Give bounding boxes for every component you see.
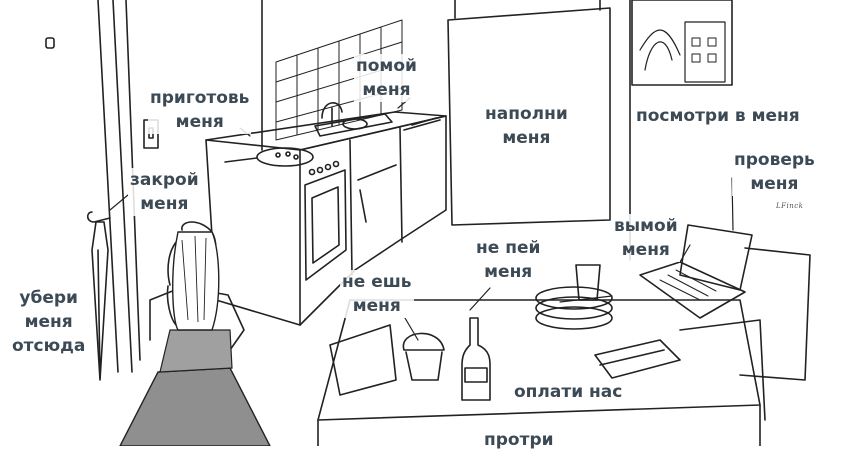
label-remove: убери меня отсюда bbox=[10, 286, 88, 358]
label-cook: приготовь меня bbox=[148, 86, 252, 134]
counter-cabinets bbox=[205, 111, 447, 326]
frying-pan bbox=[224, 147, 314, 167]
chairs bbox=[329, 247, 811, 421]
girl-skirt bbox=[119, 367, 271, 446]
bills bbox=[594, 339, 681, 379]
label-wash-dishes: помой меня bbox=[354, 54, 419, 102]
label-close: закрой меня bbox=[128, 168, 201, 216]
label-fill: наполни меня bbox=[483, 102, 570, 150]
label-check: проверь меня bbox=[732, 148, 817, 196]
label-wipe: протри bbox=[482, 428, 556, 452]
window bbox=[631, 0, 733, 86]
table bbox=[317, 299, 761, 446]
label-pay: оплати нас bbox=[512, 380, 625, 404]
bottle bbox=[461, 317, 491, 401]
label-wash: вымой меня bbox=[612, 214, 680, 262]
artist-signature: LFinck bbox=[776, 202, 804, 210]
label-dont-eat: не ешь меня bbox=[340, 270, 414, 318]
label-look: посмотри в меня bbox=[634, 104, 802, 128]
glass-plates bbox=[535, 264, 613, 330]
umbrella bbox=[86, 211, 111, 381]
label-dont-drink: не пей меня bbox=[474, 236, 543, 284]
sink-dishes bbox=[314, 113, 393, 137]
girl-hair bbox=[172, 231, 220, 331]
muffin bbox=[402, 332, 445, 381]
fridge bbox=[447, 0, 611, 226]
